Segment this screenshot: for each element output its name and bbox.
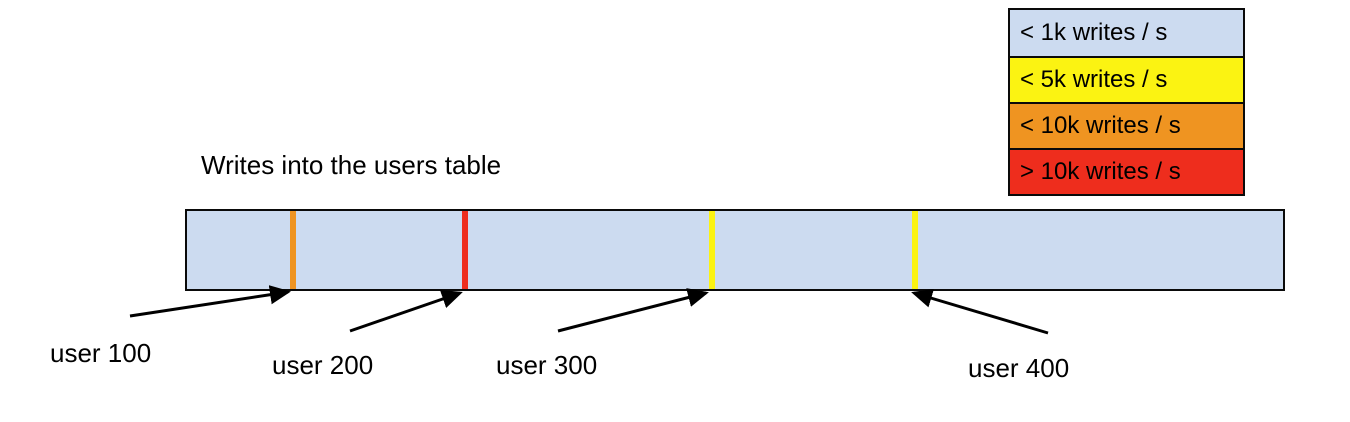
users-table-keyrange-bar	[185, 209, 1285, 291]
legend-row-under-1k: < 1k writes / s	[1010, 10, 1243, 56]
label-user-100: user 100	[50, 338, 152, 368]
label-user-200: user 200	[272, 350, 374, 380]
legend-row-under-10k: < 10k writes / s	[1010, 102, 1243, 148]
stripe-user-400	[912, 211, 918, 289]
stripe-user-200	[462, 211, 468, 289]
arrow-user-100	[129, 285, 291, 318]
legend-label-under-10k: < 10k writes / s	[1020, 112, 1181, 139]
legend-row-over-10k: > 10k writes / s	[1010, 148, 1243, 194]
legend-label-under-5k: < 5k writes / s	[1020, 66, 1168, 93]
legend: < 1k writes / s < 5k writes / s < 10k wr…	[1008, 8, 1245, 196]
arrow-user-300	[557, 288, 709, 333]
arrow-user-200	[349, 289, 463, 333]
arrow-user-400	[911, 288, 1049, 335]
legend-row-under-5k: < 5k writes / s	[1010, 56, 1243, 102]
legend-label-over-10k: > 10k writes / s	[1020, 158, 1181, 185]
stripe-user-100	[290, 211, 296, 289]
label-user-300: user 300	[496, 350, 598, 380]
legend-label-under-1k: < 1k writes / s	[1020, 19, 1168, 46]
label-user-400: user 400	[968, 353, 1070, 383]
chart-title: Writes into the users table	[201, 150, 502, 180]
stripe-user-300	[709, 211, 715, 289]
